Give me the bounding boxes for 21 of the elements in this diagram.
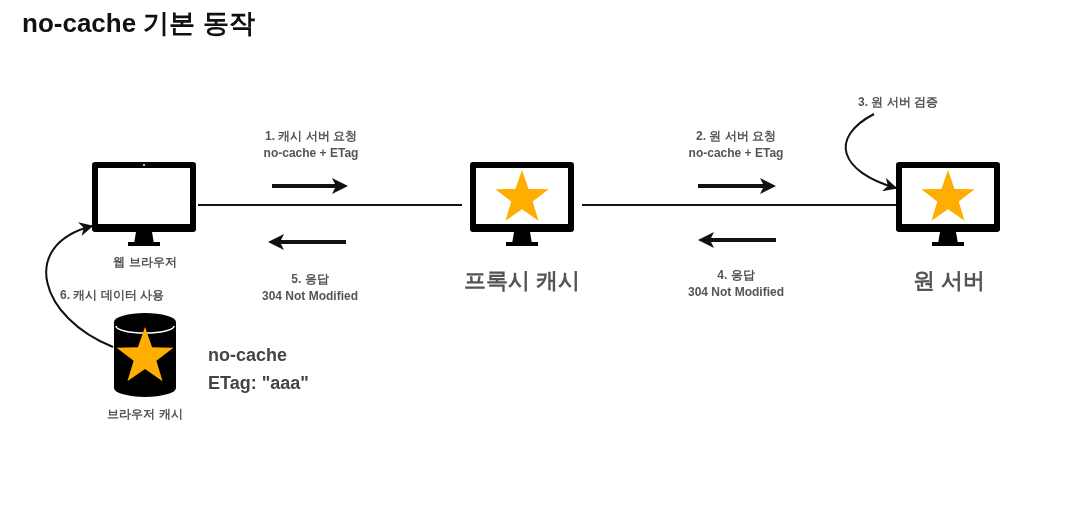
step-label: 304 Not Modified [688, 285, 784, 299]
annotation-text: 3. 원 서버 검증 [858, 94, 939, 111]
connection-line [197, 204, 463, 206]
step-label: 2. 원 서버 요청 [696, 128, 776, 145]
cache-note: ETag: "aaa" [208, 373, 309, 394]
curved-arrow [844, 113, 898, 191]
connection-line [581, 204, 897, 206]
step-label: 1. 캐시 서버 요청 [265, 128, 357, 145]
step-label: 5. 응답 [291, 271, 329, 288]
step-label: no-cache + ETag [688, 146, 784, 160]
node-label: 웹 브라우저 [112, 254, 178, 271]
node-label: 프록시 캐시 [462, 267, 582, 295]
cache-note: no-cache [208, 345, 288, 366]
step-label: 4. 응답 [717, 267, 755, 284]
step-label: no-cache + ETag [263, 146, 359, 160]
diagram-title: no-cache 기본 동작 [22, 7, 255, 40]
node-label: 원 서버 [911, 267, 987, 295]
node-label: 브라우저 캐시 [106, 406, 184, 423]
edge-label: 6. 캐시 데이터 사용 [60, 287, 164, 304]
curved-arrow [45, 223, 114, 348]
step-label: 304 Not Modified [262, 289, 358, 303]
